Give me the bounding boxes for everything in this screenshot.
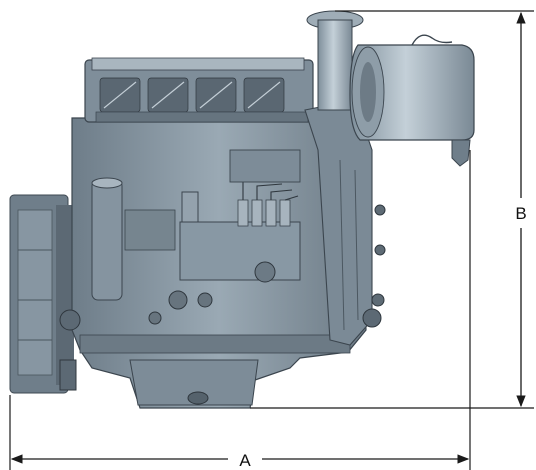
dimension-b-label: B [515, 204, 526, 223]
cylinder-heads [84, 57, 314, 123]
cooling-blower [304, 99, 386, 346]
dimension-lines: A B [9, 10, 534, 470]
injection-pump [179, 149, 301, 283]
engine-mounts [59, 308, 382, 391]
air-intake [306, 10, 364, 111]
air-filter [349, 34, 475, 167]
dimension-a-label: A [239, 451, 251, 470]
flywheel-housing [9, 194, 74, 394]
engine-illustration [9, 10, 475, 409]
oil-filter [91, 177, 213, 325]
